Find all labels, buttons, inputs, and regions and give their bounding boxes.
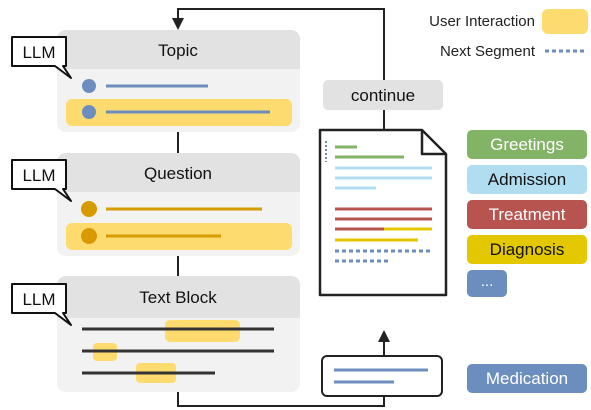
tag-treatment-label: Treatment <box>489 205 566 224</box>
continue-box: continue <box>323 80 443 110</box>
text-block-highlight-1 <box>165 320 240 342</box>
category-tags: Greetings Admission Treatment Diagnosis … <box>467 130 587 393</box>
tag-medication-label: Medication <box>486 369 568 388</box>
tag-more <box>467 270 507 297</box>
continue-label: continue <box>351 86 415 105</box>
tag-greetings-label: Greetings <box>490 135 564 154</box>
legend-highlight-swatch <box>542 9 588 34</box>
topic-title: Topic <box>158 41 198 60</box>
tag-diagnosis <box>467 235 587 264</box>
question-panel: Question <box>57 153 300 256</box>
legend-next-segment-label: Next Segment <box>440 43 536 60</box>
tag-diagnosis-label: Diagnosis <box>490 240 565 259</box>
tag-greetings <box>467 130 587 159</box>
document-icon <box>318 128 448 297</box>
tag-treatment <box>467 200 587 229</box>
legend: User Interaction Next Segment <box>429 9 588 60</box>
medication-snippet <box>321 355 443 397</box>
llm-callout-text-block: LLM <box>11 283 72 326</box>
topic-bullet <box>82 79 96 93</box>
question-bullet <box>81 201 97 217</box>
llm-label: LLM <box>22 43 55 62</box>
text-block-title: Text Block <box>139 288 217 307</box>
text-block-panel: Text Block <box>57 276 300 392</box>
tag-medication <box>467 364 587 393</box>
topic-bullet-highlighted <box>82 105 96 119</box>
llm-label: LLM <box>22 290 55 309</box>
tag-admission-label: Admission <box>488 170 566 189</box>
tag-more-label: ... <box>481 273 494 290</box>
legend-user-interaction-label: User Interaction <box>429 13 535 30</box>
topic-panel: Topic <box>57 30 300 132</box>
tag-admission <box>467 165 587 194</box>
question-bullet-highlighted <box>81 228 97 244</box>
question-title: Question <box>144 164 212 183</box>
llm-callout-question: LLM <box>11 159 72 202</box>
llm-callout-topic: LLM <box>11 36 72 79</box>
llm-label: LLM <box>22 166 55 185</box>
